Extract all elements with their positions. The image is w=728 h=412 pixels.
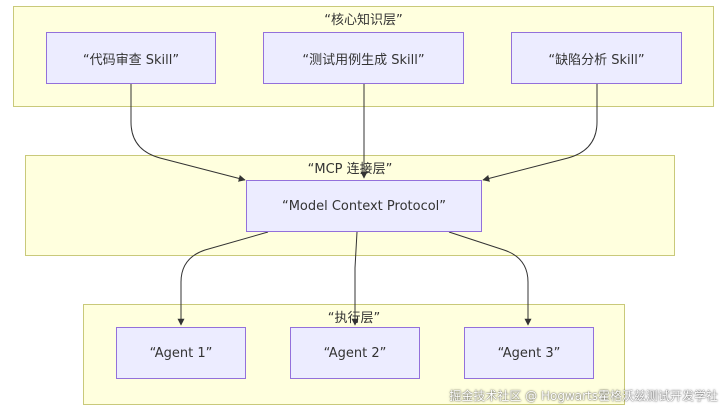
node-defect-analysis-skill[interactable]: “缺陷分析 Skill” bbox=[511, 32, 682, 84]
layer-title-mcp: “MCP 连接层” bbox=[307, 162, 393, 177]
node-test-case-gen-skill[interactable]: “测试用例生成 Skill” bbox=[263, 32, 464, 84]
node-code-review-skill[interactable]: “代码审查 Skill” bbox=[46, 32, 216, 84]
node-agent-3[interactable]: “Agent 3” bbox=[464, 327, 594, 379]
node-agent-2[interactable]: “Agent 2” bbox=[290, 327, 420, 379]
node-model-context-protocol[interactable]: “Model Context Protocol” bbox=[246, 180, 482, 232]
layer-title-exec: “执行层” bbox=[327, 311, 381, 326]
watermark-text: 掘金技术社区 @ Hogwarts霍格沃兹测试开发学社 bbox=[449, 389, 718, 403]
node-agent-1[interactable]: “Agent 1” bbox=[116, 327, 246, 379]
layer-title-core: “核心知识层” bbox=[324, 13, 403, 28]
